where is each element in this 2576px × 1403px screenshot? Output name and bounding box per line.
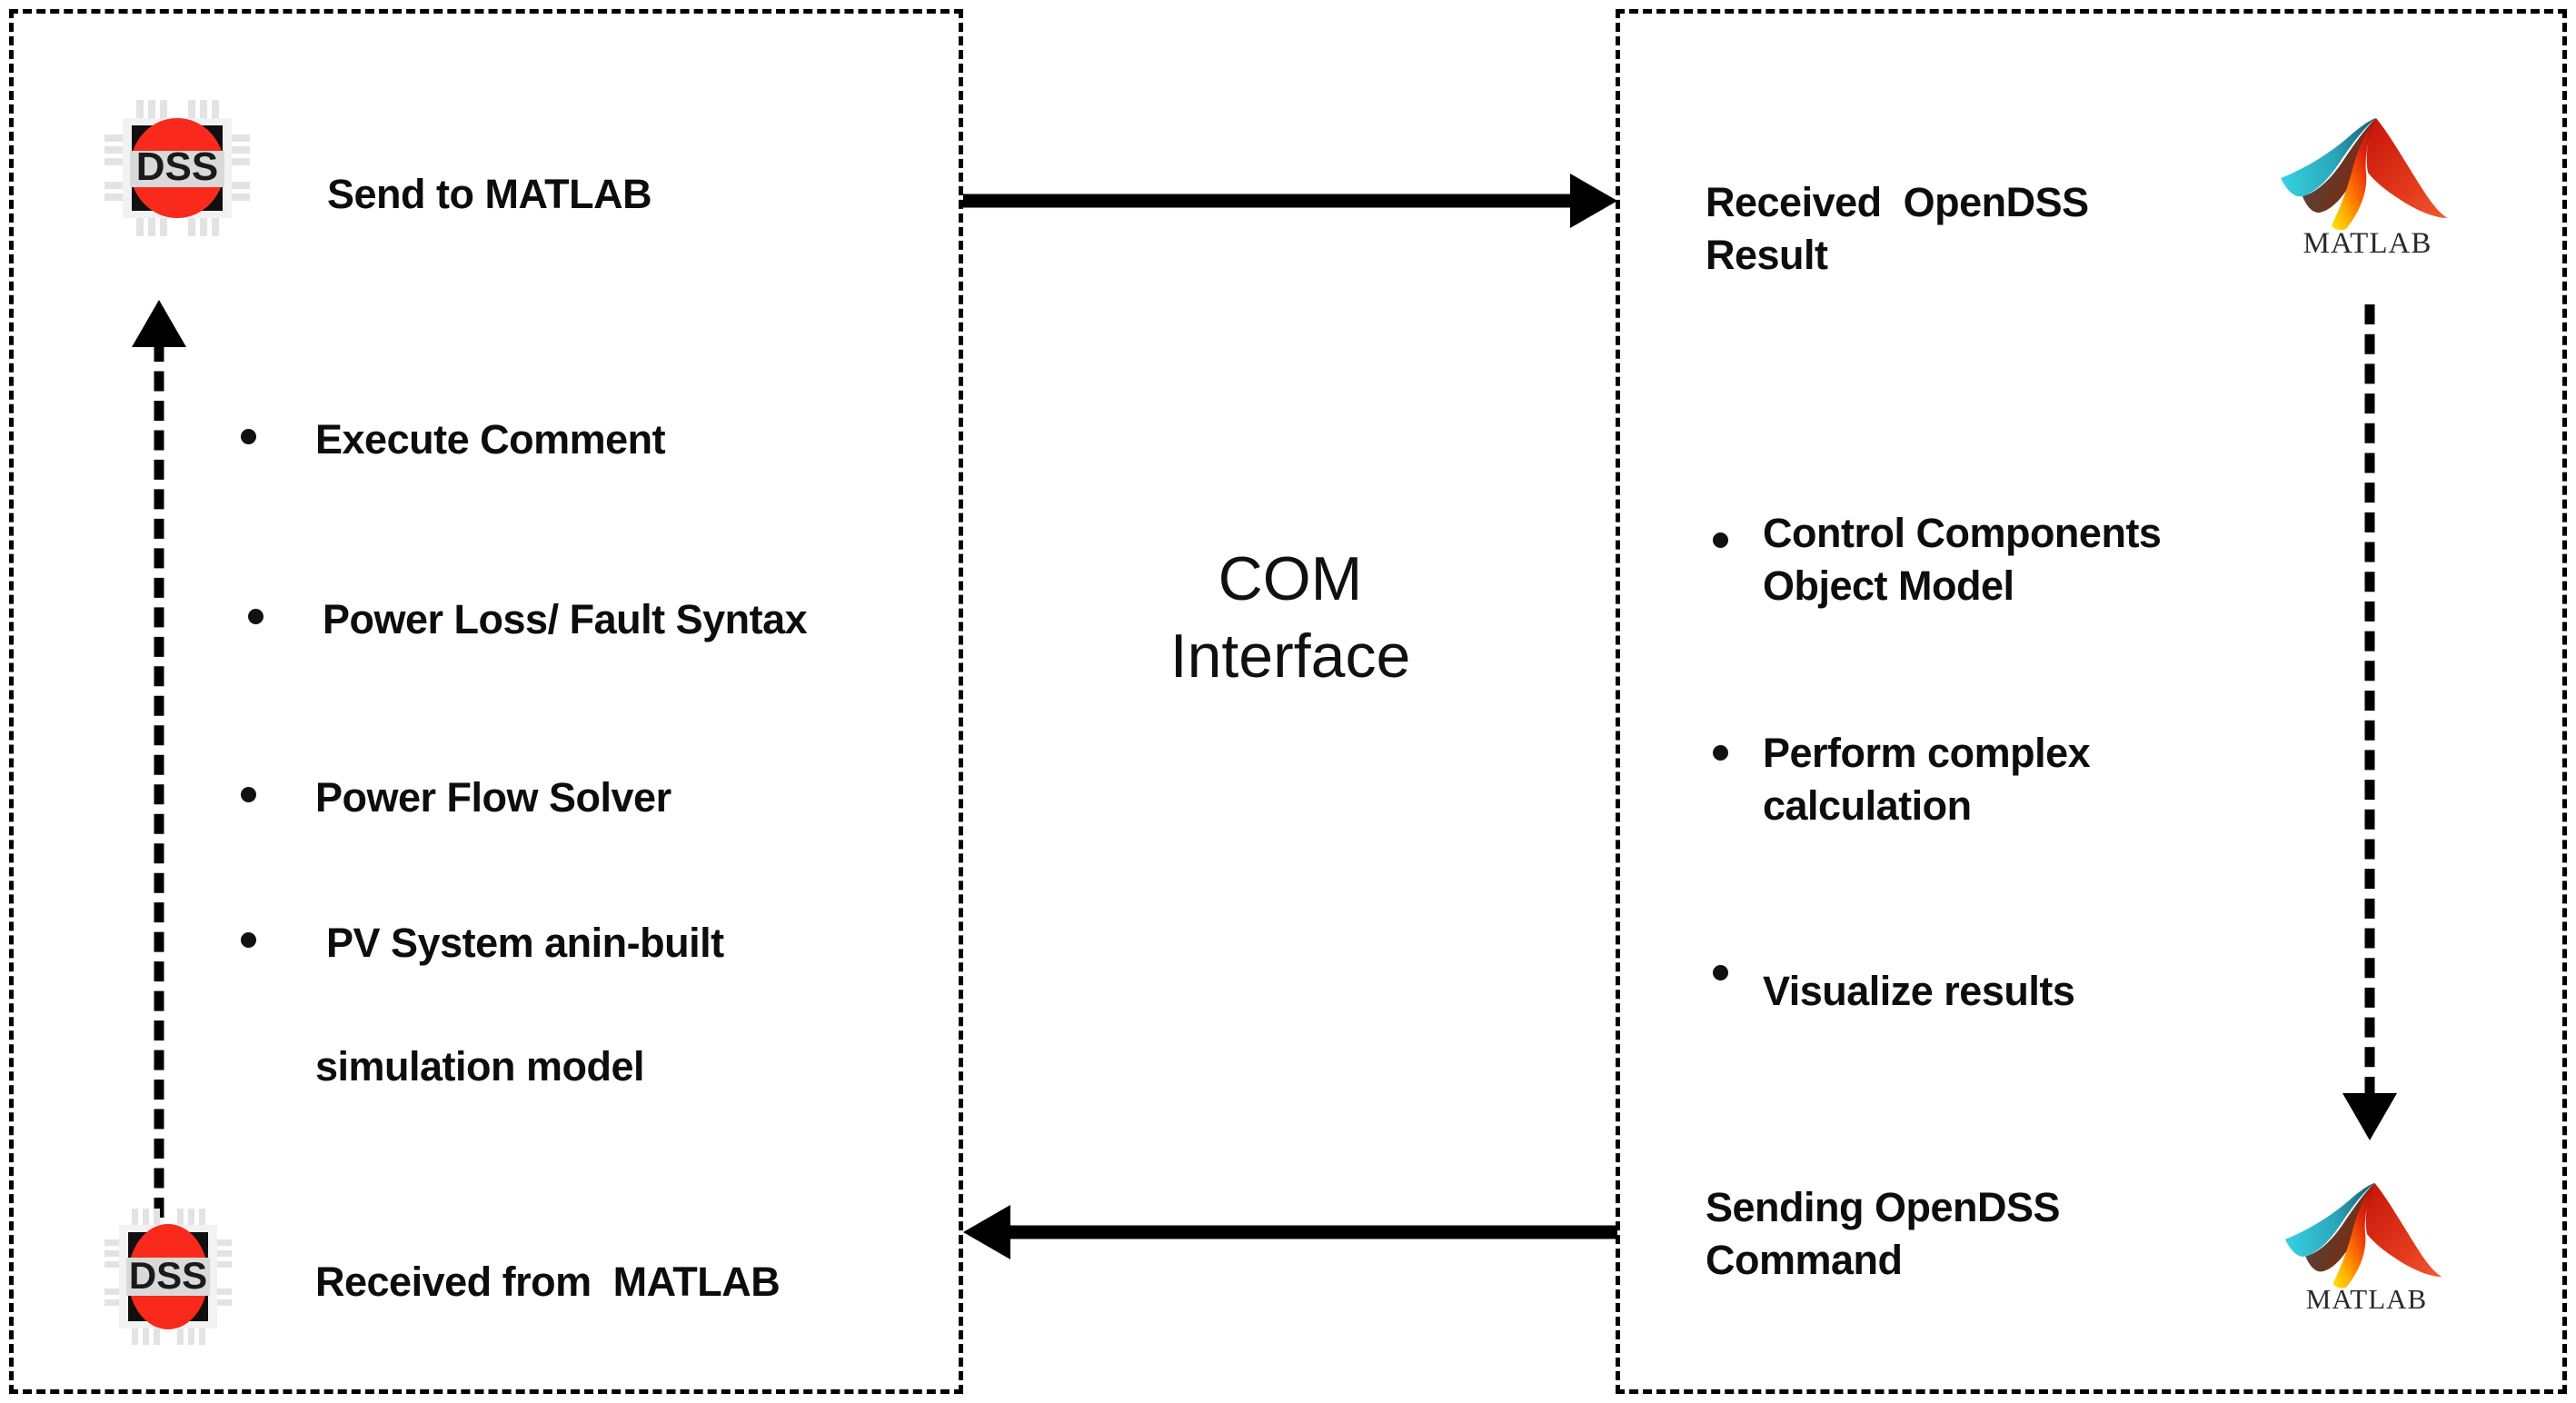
arrowhead-down-icon bbox=[2342, 1093, 2397, 1140]
com-interface-title: COM Interface bbox=[1169, 544, 1411, 691]
matlab-logo-icon-bottom: MATLAB bbox=[2283, 1181, 2451, 1336]
opendss-panel bbox=[9, 9, 963, 1394]
arrowhead-right-icon bbox=[1570, 174, 1617, 228]
bullet-marker bbox=[1713, 532, 1728, 548]
matlab-wordmark: MATLAB bbox=[2302, 227, 2432, 260]
arrow-dss-upward bbox=[132, 300, 186, 1218]
left-bullet-3: Power Flow Solver bbox=[315, 774, 671, 821]
left-bullet-4: PV System anin-built bbox=[315, 920, 724, 966]
right-bullet-1: Control Components Object Model bbox=[1763, 510, 2162, 609]
bullet-marker bbox=[248, 609, 264, 624]
arrow-shaft bbox=[998, 1225, 1617, 1239]
svg-text:DSS: DSS bbox=[129, 1254, 207, 1297]
arrow-right-to-left-bottom bbox=[963, 1204, 1617, 1260]
send-to-matlab-label: Send to MATLAB bbox=[327, 171, 652, 217]
left-bullet-4-continued: simulation model bbox=[315, 1043, 645, 1090]
bullet-marker bbox=[1713, 745, 1728, 761]
dashed-line bbox=[154, 342, 164, 1218]
matlab-panel bbox=[1616, 9, 2567, 1394]
bullet-marker bbox=[241, 429, 256, 444]
right-bullet-2: Perform complex calculation bbox=[1763, 730, 2091, 829]
received-opendss-result-label: Received OpenDSS Result bbox=[1706, 179, 2089, 278]
arrowhead-left-icon bbox=[963, 1205, 1010, 1259]
arrowhead-up-icon bbox=[132, 300, 186, 347]
bullet-marker bbox=[1713, 965, 1728, 980]
svg-text:DSS: DSS bbox=[136, 144, 218, 189]
left-bullet-2: Power Loss/ Fault Syntax bbox=[323, 596, 808, 642]
matlab-logo-icon-top: MATLAB bbox=[2279, 116, 2456, 275]
dashed-line bbox=[2364, 304, 2375, 1097]
dss-chip-icon-bottom: DSS bbox=[104, 1209, 232, 1345]
arrow-matlab-downward bbox=[2342, 304, 2397, 1140]
arrow-left-to-right-top bbox=[963, 173, 1617, 229]
received-from-matlab-label: Received from MATLAB bbox=[315, 1259, 781, 1305]
sending-opendss-command-label: Sending OpenDSS Command bbox=[1706, 1184, 2061, 1283]
left-bullet-1: Execute Comment bbox=[315, 416, 666, 463]
bullet-marker bbox=[241, 932, 256, 948]
dss-chip-icon-top: DSS bbox=[104, 100, 250, 236]
matlab-wordmark: MATLAB bbox=[2305, 1283, 2428, 1315]
bullet-marker bbox=[241, 787, 256, 802]
arrow-shaft bbox=[963, 194, 1583, 208]
right-bullet-3: Visualize results bbox=[1763, 968, 2075, 1014]
